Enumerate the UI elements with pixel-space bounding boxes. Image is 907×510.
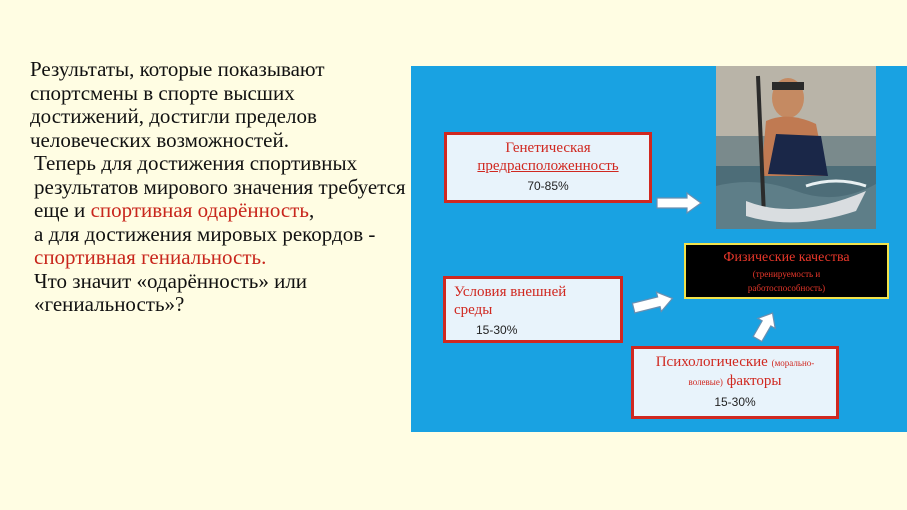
- psych-title-line2: волевые) факторы: [634, 372, 836, 391]
- text-question: Что значит «одарённость» или «гениальнос…: [34, 268, 308, 316]
- environment-percent: 15-30%: [476, 323, 518, 337]
- environment-title-2: среды: [454, 302, 493, 318]
- arrow-psych-icon: [752, 312, 776, 343]
- psych-title-a: Психологические: [655, 354, 772, 370]
- physical-sub-2: работоспособность): [747, 283, 826, 293]
- text-records: а для достижения мировых рекордов -: [34, 221, 376, 246]
- psych-small-2: волевые): [688, 377, 723, 387]
- paragraph-genius: а для достижения мировых рекордов - спор…: [30, 221, 408, 270]
- kayaker-photo: [716, 66, 876, 229]
- genetic-title-2: предрасположенность: [477, 158, 619, 174]
- paragraph-talent: Теперь для достижения спортивных результ…: [30, 151, 408, 223]
- psych-title-line1: Психологические (морально-: [634, 353, 836, 372]
- text-results: Результаты, которые показывают спортсмен…: [30, 57, 325, 152]
- psychological-factors-box: Психологические (морально- волевые) факт…: [631, 346, 839, 419]
- text-genius: спортивная гениальность.: [34, 245, 267, 269]
- paragraph-results: Результаты, которые показывают спортсмен…: [30, 57, 408, 152]
- arrow-genetic-icon: [656, 191, 703, 215]
- text-also: еще и: [34, 198, 91, 222]
- physical-sub-1: (тренируемость и: [752, 269, 821, 279]
- physical-title: Физические качества: [723, 250, 850, 265]
- paragraph-question: Что значит «одарённость» или «гениальнос…: [30, 268, 408, 317]
- environment-title-1: Условия внешней: [454, 284, 567, 300]
- text-now: Теперь для достижения спортивных результ…: [34, 151, 406, 199]
- arrow-environment-icon: [631, 291, 674, 314]
- psych-title-b: факторы: [722, 373, 782, 389]
- psych-small-1: (морально-: [771, 358, 815, 368]
- physical-qualities-box: Физические качества (тренируемость и раб…: [684, 243, 889, 299]
- environment-box: Условия внешней среды 15-30%: [443, 276, 623, 343]
- text-talent: спортивная одарённость: [90, 198, 309, 222]
- text-comma: ,: [308, 198, 315, 222]
- genetic-predisposition-box: Генетическая предрасположенность 70-85%: [444, 132, 652, 203]
- genetic-title-1: Генетическая: [505, 140, 591, 156]
- genetic-percent: 70-85%: [527, 179, 569, 193]
- slide-text: Результаты, которые показывают спортсмен…: [30, 57, 408, 317]
- psych-percent: 15-30%: [714, 395, 756, 409]
